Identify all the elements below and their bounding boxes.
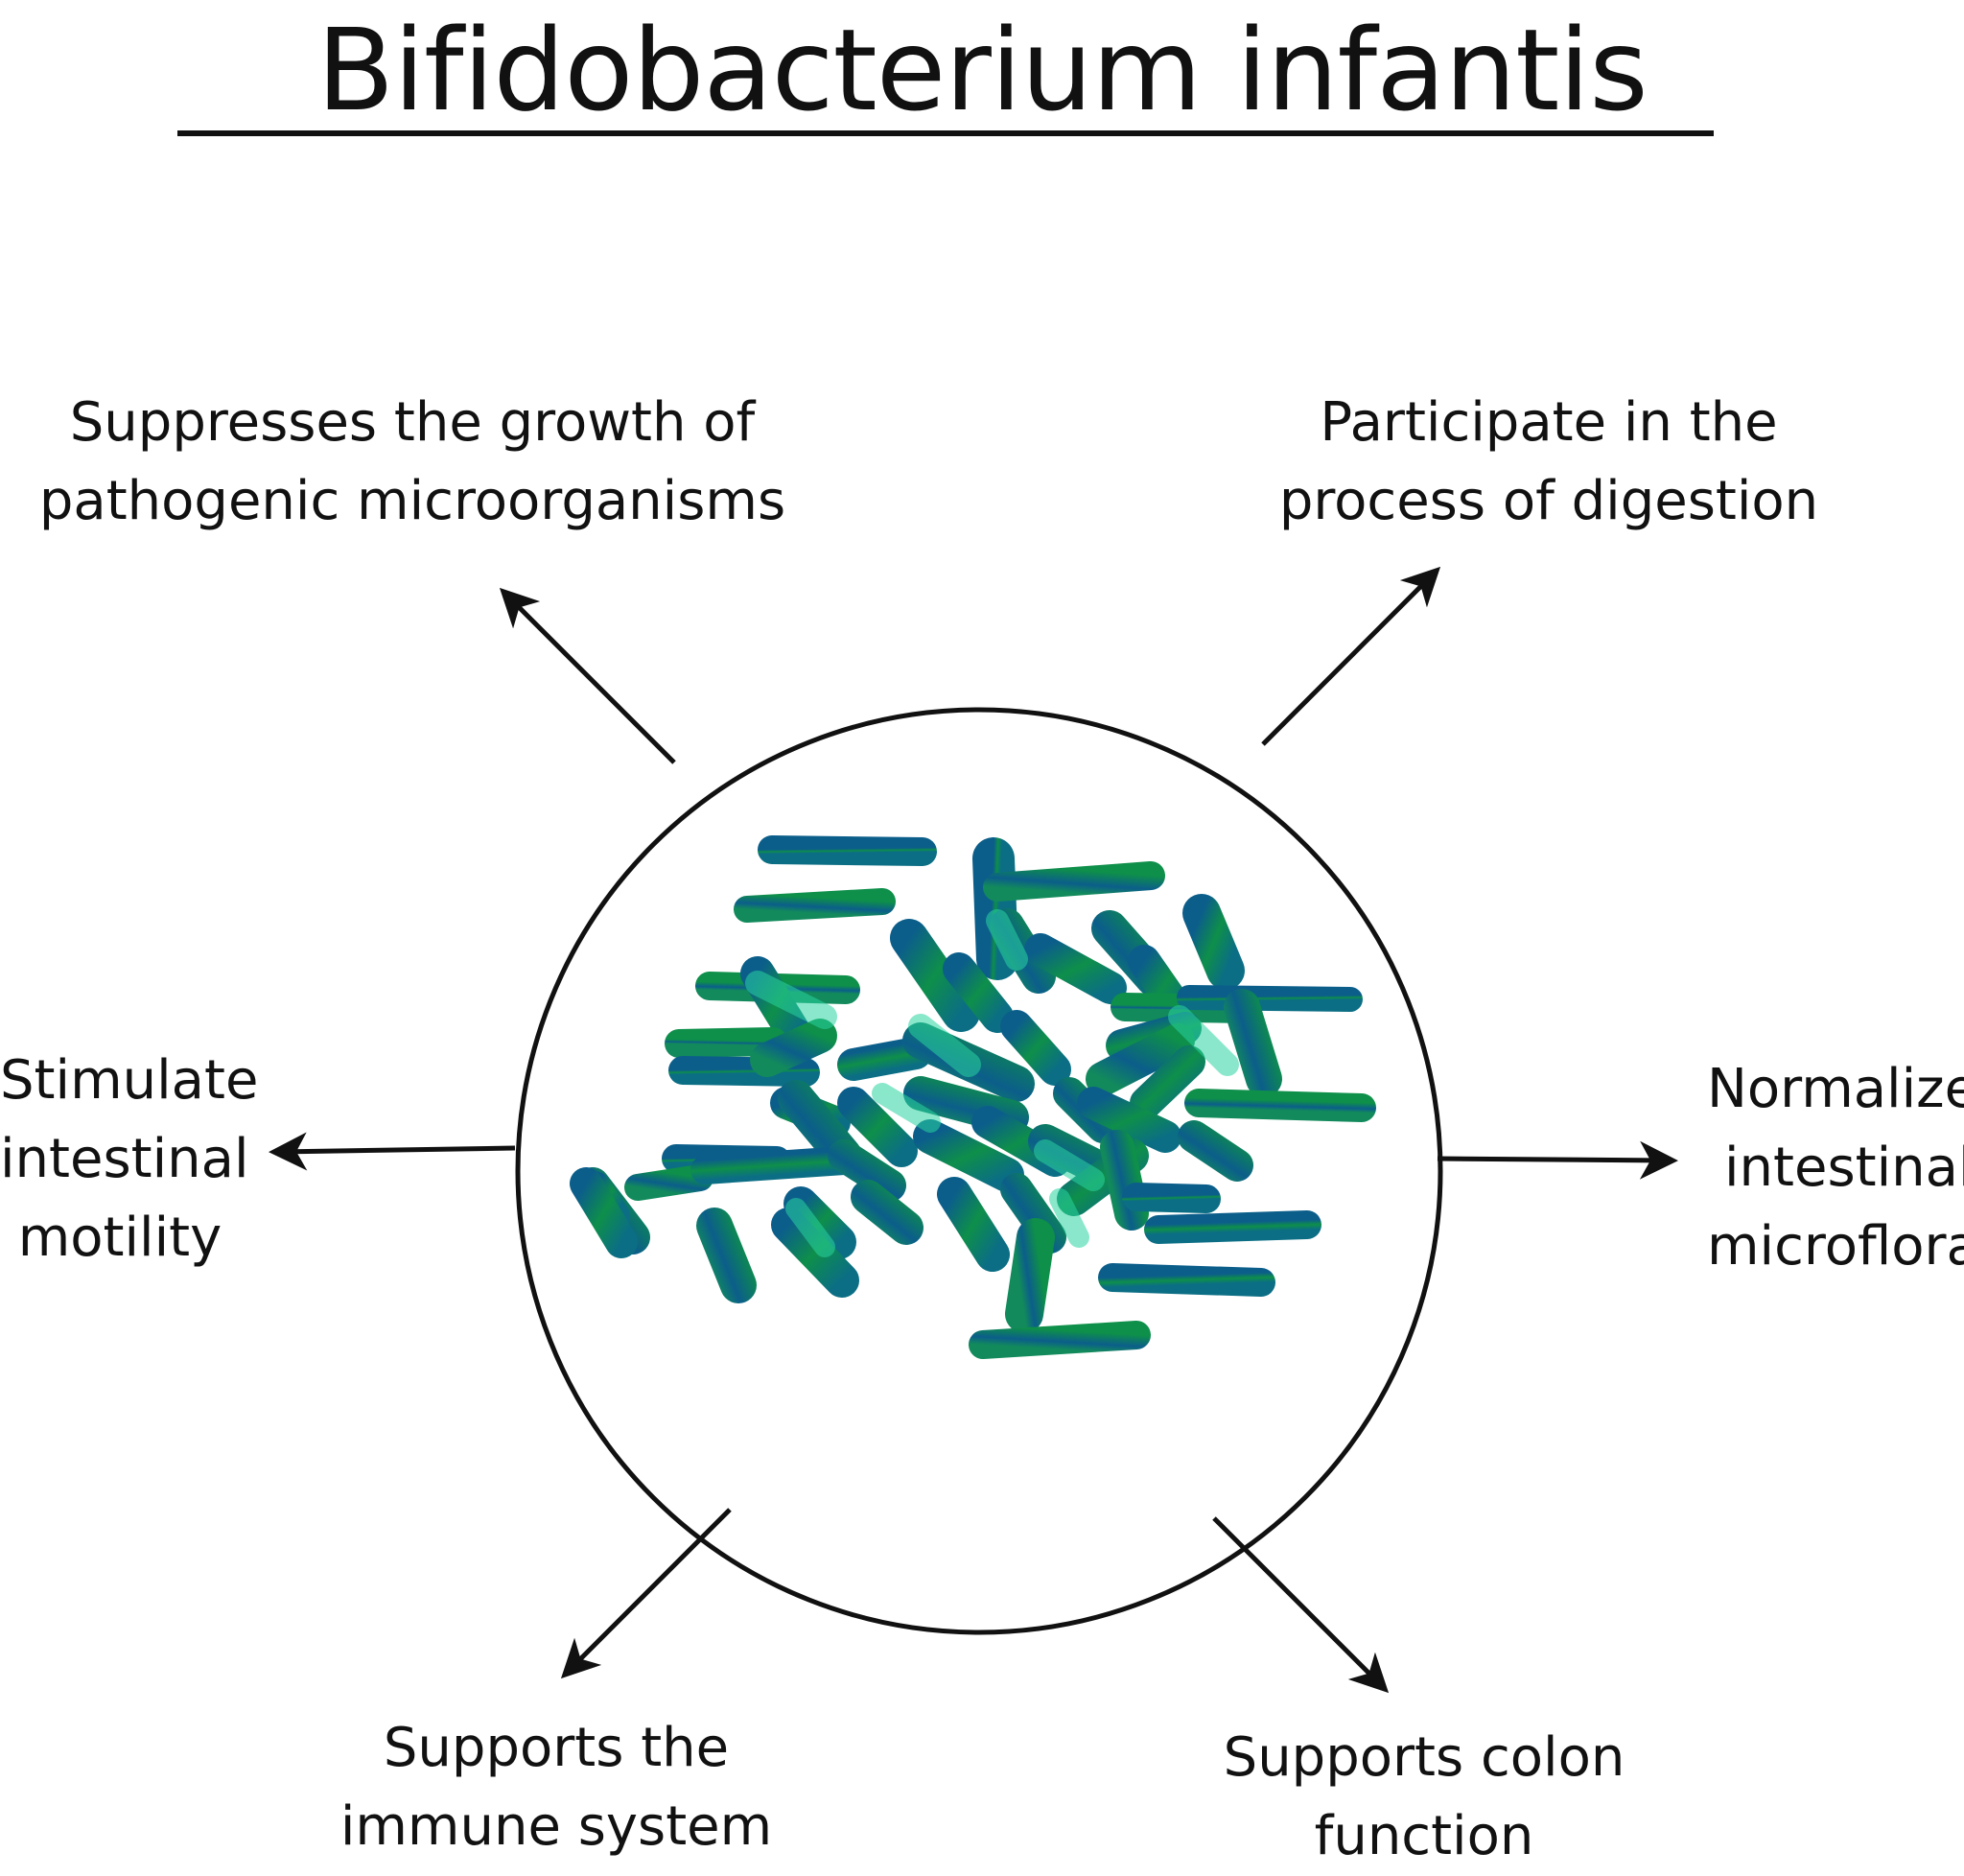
arrow-right [1437, 1140, 1678, 1180]
bacteria-highlights [745, 909, 1239, 1257]
benefit-line: pathogenic microorganisms [38, 470, 786, 532]
benefit-line: microflora [1707, 1215, 1964, 1278]
benefit-line: immune system [339, 1795, 773, 1858]
arrow-bottom-left [560, 1508, 732, 1679]
arrow-top-right [1261, 566, 1441, 746]
benefit-line: motility [17, 1207, 222, 1269]
benefit-line: Supports the [383, 1717, 730, 1779]
arrow-top-left [499, 587, 676, 764]
diagram-title: Bifidobacterium infantis [316, 4, 1648, 136]
benefit-normalize-microflora: Normalize intestinal microflora [1707, 1050, 1964, 1286]
benefit-line: Participate in the [1320, 391, 1778, 454]
benefit-digestion: Participate in the process of digestion [1261, 384, 1836, 541]
benefit-line: function [1314, 1805, 1534, 1867]
benefit-line: intestinal [0, 1128, 249, 1190]
benefit-line: intestinal [1724, 1137, 1964, 1199]
benefit-intestinal-motility: Stimulate intestinal motility [0, 1042, 259, 1278]
benefit-line: Normalize [1707, 1058, 1964, 1120]
arrow-left [269, 1132, 516, 1171]
benefit-line: Supports colon [1223, 1726, 1625, 1789]
benefit-line: Suppresses the growth of [69, 391, 756, 454]
benefit-line: Stimulate [0, 1049, 259, 1112]
benefit-suppresses-pathogens: Suppresses the growth of pathogenic micr… [34, 384, 791, 541]
benefit-immune-system: Supports the immune system [316, 1709, 796, 1866]
arrow-bottom-right [1212, 1516, 1390, 1694]
benefit-colon-function: Supports colon function [1194, 1719, 1654, 1876]
benefit-line: process of digestion [1278, 470, 1819, 532]
title-underline [177, 130, 1714, 136]
